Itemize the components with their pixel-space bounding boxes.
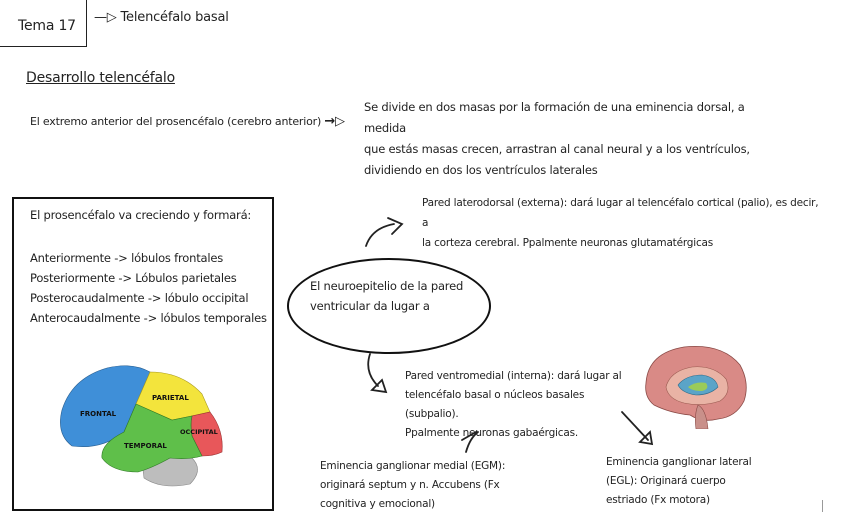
egl-line: estriado (Fx motora) [606,491,806,510]
lobe-item: Anteriormente -> lóbulos frontales [30,248,267,268]
header-topic: —▷ Telencéfalo basal [94,10,229,25]
section-title: Desarrollo telencéfalo [26,70,175,86]
ventral-wall-text: Pared ventromedial (interna): dará lugar… [405,367,635,443]
brain-lateral-illustration: FRONTAL PARIETAL TEMPORAL OCCIPITAL [52,360,232,488]
oval-line: ventricular da lugar a [310,296,480,316]
egl-line: Eminencia ganglionar lateral [606,453,806,472]
oval-line: El neuroepitelio de la pared [310,276,480,296]
tema-label: Tema 17 [18,18,76,34]
egm-text: Eminencia ganglionar medial (EGM): origi… [320,457,530,514]
arrow-down-head [372,380,386,392]
divide-line: Se divide en dos masas por la formación … [364,97,784,139]
intro-sentence: El extremo anterior del prosencéfalo (ce… [30,115,321,128]
arrow-up-curve [366,224,394,246]
ventral-line: Ppalmente neuronas gabaérgicas. [405,424,635,443]
lobe-item: Anterocaudalmente -> lóbulos temporales [30,308,267,328]
frontal-label: FRONTAL [80,410,117,418]
egm-line: Eminencia ganglionar medial (EGM): [320,457,530,476]
intro-arrow-icon: →▷ [324,114,345,129]
dorsal-line: la corteza cerebral. Ppalmente neuronas … [422,233,827,253]
egl-line: (EGL): Originará cuerpo [606,472,806,491]
brain-sagittal-illustration [640,343,750,429]
dorsal-line: Pared laterodorsal (externa): dará lugar… [422,193,827,233]
egl-text: Eminencia ganglionar lateral (EGL): Orig… [606,453,806,510]
egm-line: originará septum y n. Accubens (Fx [320,476,530,495]
egm-line: cognitiva y emocional) [320,495,530,514]
box-heading: El prosencéfalo va creciendo y formará: [30,208,251,222]
intro-text: El extremo anterior del prosencéfalo (ce… [30,114,345,129]
temporal-label: TEMPORAL [124,442,167,450]
divide-paragraph: Se divide en dos masas por la formación … [364,97,784,181]
parietal-label: PARIETAL [152,394,189,402]
edge-mark [822,500,823,512]
neuroepithelium-text: El neuroepitelio de la pared ventricular… [310,276,480,316]
divide-line: dividiendo en dos los ventrículos latera… [364,160,784,181]
arrow-up-head [388,218,402,234]
ventral-line: Pared ventromedial (interna): dará lugar… [405,367,635,386]
arrow-egl-head [640,432,652,444]
arrow-down-curve [368,354,378,386]
occipital-label: OCCIPITAL [180,428,218,436]
lobe-item: Posteriormente -> Lóbulos parietales [30,268,267,288]
lobe-item: Posterocaudalmente -> lóbulo occipital [30,288,267,308]
divide-line: que estás masas crecen, arrastran al can… [364,139,784,160]
dorsal-wall-text: Pared laterodorsal (externa): dará lugar… [422,193,827,253]
ventral-line: telencéfalo basal o núcleos basales (sub… [405,386,635,424]
lobe-list: Anteriormente -> lóbulos frontales Poste… [30,248,267,328]
